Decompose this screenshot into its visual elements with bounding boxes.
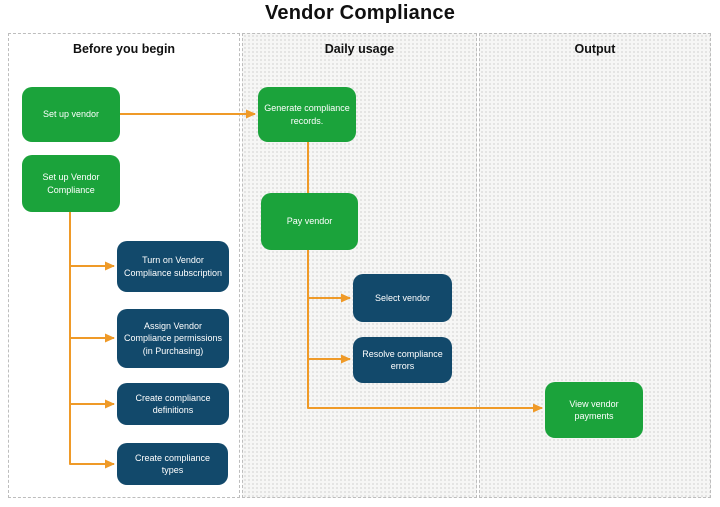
node-set-up-vendor-compliance: Set up Vendor Compliance bbox=[22, 155, 120, 212]
node-label: Pay vendor bbox=[286, 216, 333, 227]
node-view-vendor-payments: View vendor payments bbox=[545, 382, 643, 438]
node-label: Set up Vendor Compliance bbox=[42, 172, 100, 195]
node-create-compliance-types: Create compliance types bbox=[117, 443, 228, 485]
node-label: Turn on Vendor Compliance subscription bbox=[123, 255, 223, 278]
node-turn-on-vendor-compliance-subscription: Turn on Vendor Compliance subscription bbox=[117, 241, 229, 292]
node-label: Generate compliance records. bbox=[264, 103, 350, 126]
node-select-vendor: Select vendor bbox=[353, 274, 452, 322]
node-pay-vendor: Pay vendor bbox=[261, 193, 358, 250]
node-label: Assign Vendor Compliance permissions (in… bbox=[123, 321, 223, 356]
page-title: Vendor Compliance bbox=[264, 2, 456, 24]
diagram-canvas: Before you begin Daily usage Output bbox=[8, 33, 711, 498]
node-assign-vendor-compliance-permissions: Assign Vendor Compliance permissions (in… bbox=[117, 309, 229, 368]
node-create-compliance-definitions: Create compliance definitions bbox=[117, 383, 229, 425]
column-header-daily-usage: Daily usage bbox=[324, 42, 395, 56]
node-label: Select vendor bbox=[374, 292, 431, 303]
column-header-output: Output bbox=[574, 42, 616, 56]
node-label: Create compliance definitions bbox=[135, 392, 211, 415]
node-resolve-compliance-errors: Resolve compliance errors bbox=[353, 337, 452, 383]
node-label: Create compliance types bbox=[134, 452, 211, 475]
node-label: Set up vendor bbox=[42, 109, 100, 120]
column-header-before-you-begin: Before you begin bbox=[72, 42, 176, 56]
node-set-up-vendor: Set up vendor bbox=[22, 87, 120, 142]
node-generate-compliance-records: Generate compliance records. bbox=[258, 87, 356, 142]
node-label: Resolve compliance errors bbox=[362, 348, 443, 371]
node-label: View vendor payments bbox=[569, 398, 619, 421]
